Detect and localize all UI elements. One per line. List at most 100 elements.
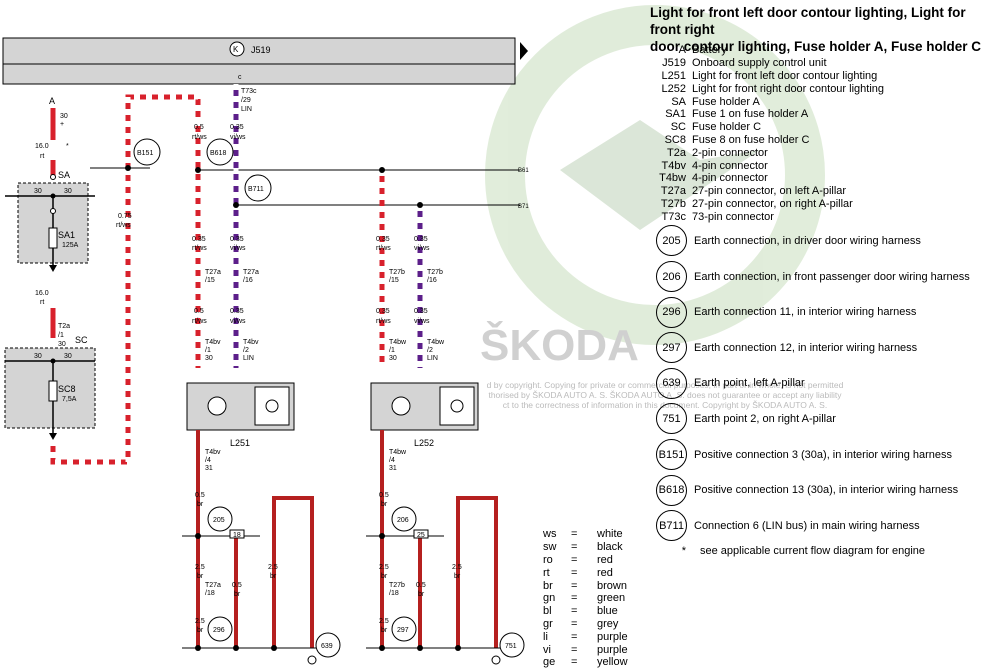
le-br: br <box>197 501 204 508</box>
b151-circle-label: B151 <box>137 150 153 157</box>
legend-desc: Fuse 8 on fuse holder C <box>692 133 810 146</box>
legend-circle-desc: Earth point 2, on right A-pillar <box>694 412 836 425</box>
b711-circle-label: B711 <box>248 186 264 193</box>
color-eq: = <box>571 605 578 618</box>
color-code-row: bl=blue <box>543 605 628 618</box>
t73c-label: T73c <box>241 88 257 95</box>
legend-title: Light for front left door contour lighti… <box>650 4 995 55</box>
sc8-amp: 7,5A <box>62 396 77 403</box>
legend-circle-code: 297 <box>656 332 687 364</box>
le-br2: br <box>197 573 204 580</box>
re-t4bw: T4bw <box>389 449 407 456</box>
le-w05b: 0.5 <box>232 582 242 589</box>
r-w035c: 0.35 <box>376 308 390 315</box>
re-w05b: 0.5 <box>416 582 426 589</box>
legend-desc: 73-pin connector <box>692 210 774 223</box>
color-name: brown <box>597 579 627 592</box>
r-w035d: 0.35 <box>414 308 428 315</box>
arrow-right-icon <box>520 42 528 60</box>
legend-desc: 4-pin connector <box>692 172 768 185</box>
l-w05b: 0.5 <box>194 308 204 315</box>
battery-label: A <box>49 96 55 106</box>
color-name: purple <box>597 630 628 643</box>
color-abbr: rt <box>543 566 550 579</box>
light-l252: L252 <box>370 382 479 448</box>
r-rtws-b: rt/ws <box>376 318 391 325</box>
l-rtws-a: rt/ws <box>192 134 207 141</box>
l-viws-d: vi/ws <box>230 318 246 325</box>
color-code-row: gr=grey <box>543 618 628 631</box>
l-p1: /1 <box>205 347 211 354</box>
color-abbr: gn <box>543 592 556 605</box>
l-t4bv-1: T4bv <box>205 339 221 346</box>
legend-code: A <box>678 44 686 57</box>
legend-code: T27b <box>660 197 686 210</box>
l-lin: LIN <box>243 355 254 362</box>
color-eq: = <box>571 528 578 541</box>
rt-label: rt <box>40 153 44 160</box>
l-w035d: 0.35 <box>230 308 244 315</box>
r-lin: LIN <box>427 355 438 362</box>
le-t4bv: T4bv <box>205 449 221 456</box>
re-w05: 0.5 <box>379 492 389 499</box>
re-751: 751 <box>505 643 517 650</box>
legend-code: T4bw <box>659 172 686 185</box>
color-code-row: br=brown <box>543 579 628 592</box>
color-name: red <box>597 566 613 579</box>
color-code-row: ws=white <box>543 528 628 541</box>
color-eq: = <box>571 553 578 566</box>
sc-30-right: 30 <box>64 353 72 360</box>
sc-30-left: 30 <box>34 353 42 360</box>
color-abbr: vi <box>543 643 551 656</box>
legend-circle-desc: Earth connection 11, in interior wiring … <box>694 306 917 319</box>
t73c-lin: LIN <box>241 106 252 113</box>
r-p16: /16 <box>427 277 437 284</box>
wire-075: 0.75 <box>118 213 132 220</box>
legend-code: SC <box>670 121 686 134</box>
color-code-row: ro=red <box>543 554 628 567</box>
sa-label: SA <box>58 170 70 180</box>
color-eq: = <box>571 541 578 554</box>
le-br4: br <box>270 573 277 580</box>
legend-code: T2a <box>667 146 686 159</box>
l-w035c: 0.35 <box>230 236 244 243</box>
color-code-row: rt=red <box>543 566 628 579</box>
sa-30-right: 30 <box>64 188 72 195</box>
l-viws-a: vi/ws <box>230 134 246 141</box>
color-code-row: gn=green <box>543 592 628 605</box>
re-w25a: 2.5 <box>379 564 389 571</box>
legend-desc: Light for front right door contour light… <box>692 82 885 95</box>
legend-desc: Fuse 1 on fuse holder A <box>692 108 809 121</box>
t2a-label: T2a <box>58 323 70 330</box>
legend-code: SC8 <box>664 133 686 146</box>
bulb-icon <box>265 399 279 413</box>
color-abbr: bl <box>543 605 552 618</box>
bulb-icon <box>450 399 464 413</box>
bat-plus: + <box>60 121 64 128</box>
legend-title-line1: Light for front left door contour lighti… <box>650 5 966 37</box>
color-abbr: gr <box>543 617 553 630</box>
l-rtws-b: rt/ws <box>192 245 207 252</box>
color-abbr: ws <box>543 528 557 541</box>
r-t27b-2: T27b <box>427 269 443 276</box>
le-br5: br <box>197 627 204 634</box>
r-viws-a: vi/ws <box>414 245 430 252</box>
wire-16-label-2: 16.0 <box>35 290 49 297</box>
color-code-row: sw=black <box>543 541 628 554</box>
le-w25b: 2.5 <box>268 564 278 571</box>
legend-circle-desc: Earth connection, in front passenger doo… <box>694 270 970 283</box>
legend-circle-desc: Earth connection 12, in interior wiring … <box>694 341 918 354</box>
r-w035b: 0.35 <box>414 236 428 243</box>
color-code-row: li=purple <box>543 630 628 643</box>
